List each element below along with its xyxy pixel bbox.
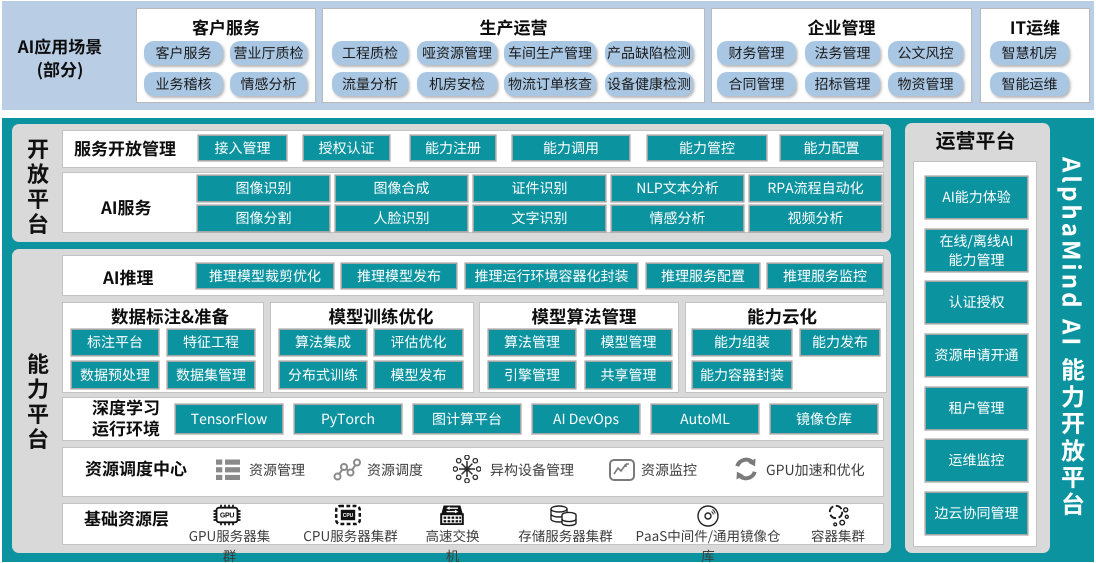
svg-text:GPU: GPU — [220, 513, 235, 520]
svg-text:CPU: CPU — [343, 513, 354, 519]
